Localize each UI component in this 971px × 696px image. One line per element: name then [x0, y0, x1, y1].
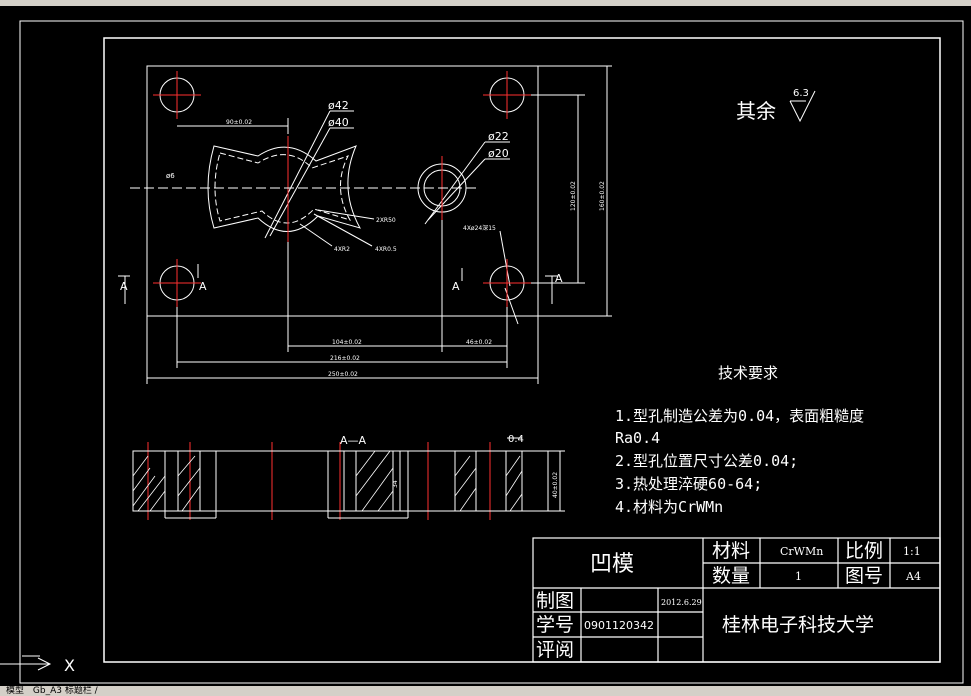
section-mark-a3: A	[452, 280, 460, 293]
drawing-no-value: A4	[905, 570, 921, 583]
dim-4xr2: 4XR2	[334, 246, 350, 253]
dim-34: 34	[392, 480, 399, 488]
material-value: CrWMn	[780, 545, 823, 558]
roughness-prefix: 其余	[736, 99, 776, 123]
section-label: A—A	[340, 434, 367, 447]
section-view	[132, 437, 565, 519]
inner-sheet-border	[103, 37, 941, 663]
tech-req-item-5: 4.材料为CrWMn	[615, 498, 723, 516]
tab-layout[interactable]: Gb_A3 标题栏 /	[32, 686, 98, 696]
dim-160: 160±0.02	[599, 181, 606, 211]
section-mark-a4: A	[555, 272, 563, 285]
dim-90: 90±0.02	[226, 119, 252, 126]
scale-value: 1:1	[903, 545, 921, 558]
quantity-value: 1	[795, 570, 802, 583]
outer-sheet-border	[19, 20, 964, 684]
material-label: 材料	[712, 540, 750, 562]
part-name: 凹模	[590, 552, 634, 577]
dim-phi6: ø6	[166, 172, 175, 180]
dim-phi20: ø20	[488, 147, 509, 160]
ucs-x-label: X	[64, 656, 75, 675]
cavity-offset	[214, 152, 352, 224]
scale-label: 比例	[845, 540, 883, 562]
drawn-label: 制图	[536, 590, 574, 612]
dim-phi40: ø40	[328, 116, 349, 129]
dim-104: 104±0.02	[332, 339, 362, 346]
top-view	[118, 65, 612, 384]
quantity-label: 数量	[712, 565, 750, 587]
tech-req-item-4: 3.热处理淬硬60-64;	[615, 475, 762, 493]
die-plate-outline	[146, 65, 539, 317]
dim-46: 46±0.02	[466, 339, 492, 346]
review-label: 评阅	[536, 639, 574, 661]
dim-120: 120±0.02	[570, 181, 577, 211]
tech-req-item-1: 1.型孔制造公差为0.04，表面粗糙度	[615, 407, 864, 425]
layout-tab-bar: 模型 Gb_A3 标题栏 /	[0, 686, 971, 696]
dim-2xr50: 2XR50	[376, 217, 396, 224]
dim-40-thickness: 40±0.02	[552, 472, 559, 498]
dim-holes: 4Xø24深15	[463, 224, 496, 232]
cavity-outline	[207, 145, 362, 232]
dim-216: 216±0.02	[330, 355, 360, 362]
section-hatching	[132, 450, 523, 512]
ucs-axis-icon[interactable]	[0, 655, 52, 671]
application-toolbar-strip	[0, 0, 971, 6]
tech-req-title: 技术要求	[718, 364, 778, 382]
dim-phi42: ø42	[328, 99, 349, 112]
roughness-symbol	[789, 90, 816, 123]
title-block-grid	[532, 537, 941, 663]
section-mark-a1: A	[120, 280, 128, 293]
tab-model[interactable]: 模型	[6, 686, 25, 696]
section-mark-a2: A	[199, 280, 207, 293]
dim-4xr05: 4XR0.5	[375, 246, 397, 253]
cad-drawing-canvas[interactable]: 其余 6.3 ø42 ø40 ø22 ø20 ø6 2XR50 4XR2 4XR…	[0, 6, 971, 686]
school-name: 桂林电子科技大学	[722, 614, 874, 636]
tech-req-item-2: Ra0.4	[615, 429, 660, 447]
dim-phi22: ø22	[488, 130, 509, 143]
roughness-value: 6.3	[793, 88, 809, 99]
drawn-date: 2012.6.29	[661, 598, 702, 607]
centerlines	[147, 71, 531, 520]
drawing-no-label: 图号	[845, 565, 883, 587]
student-id-label: 学号	[536, 614, 574, 636]
section-dim-04: 0.4	[508, 434, 524, 445]
student-id-value: 0901120342	[584, 619, 654, 632]
tech-req-item-3: 2.型孔位置尺寸公差0.04;	[615, 452, 798, 470]
dim-250: 250±0.02	[328, 371, 358, 378]
